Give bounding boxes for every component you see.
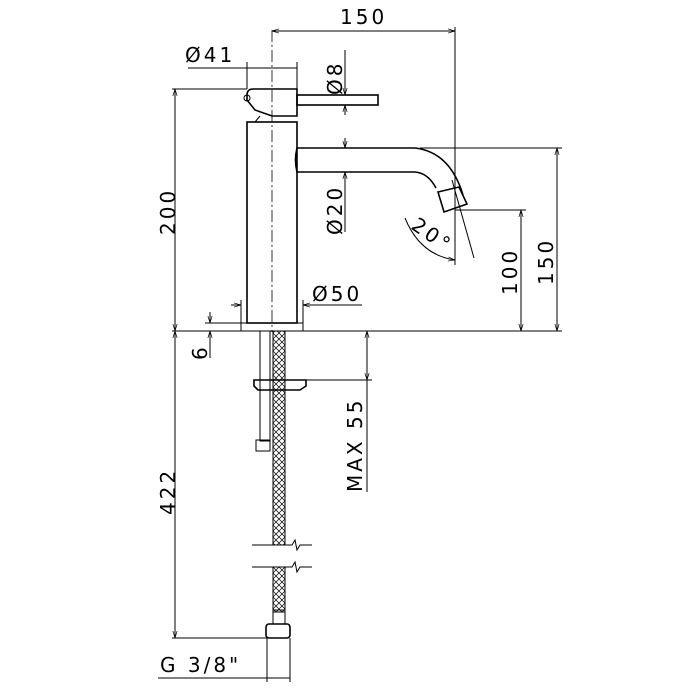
aerator [436,186,469,214]
dim-lever-diameter: Ø8 [323,61,347,95]
dim-spout-angle: 20° [407,212,457,257]
braided-hose [272,330,286,546]
dim-total-height: 200 [156,188,180,235]
lever-handle [296,94,379,106]
dim-base-thickness: 6 [188,344,212,360]
connection-nut [265,623,291,639]
threaded-rod [259,330,271,442]
dim-spout-diameter: Ø20 [323,185,347,235]
dim-spout-height: 150 [534,238,558,285]
dim-outlet-height: 100 [498,248,522,295]
dim-handle-diameter: Ø41 [185,43,235,67]
faucet-body [240,88,469,332]
fixing-nut [253,379,307,391]
dim-connection-thread: G 3/8" [160,653,241,677]
dim-base-diameter: Ø50 [312,282,362,306]
spout [297,147,464,196]
dim-hose-length: 422 [156,468,180,515]
dim-max-deck-thickness: MAX 55 [343,398,367,492]
dimension-lines [158,27,562,682]
under-deck-assembly [252,330,312,639]
dim-spout-reach: 150 [340,5,387,29]
